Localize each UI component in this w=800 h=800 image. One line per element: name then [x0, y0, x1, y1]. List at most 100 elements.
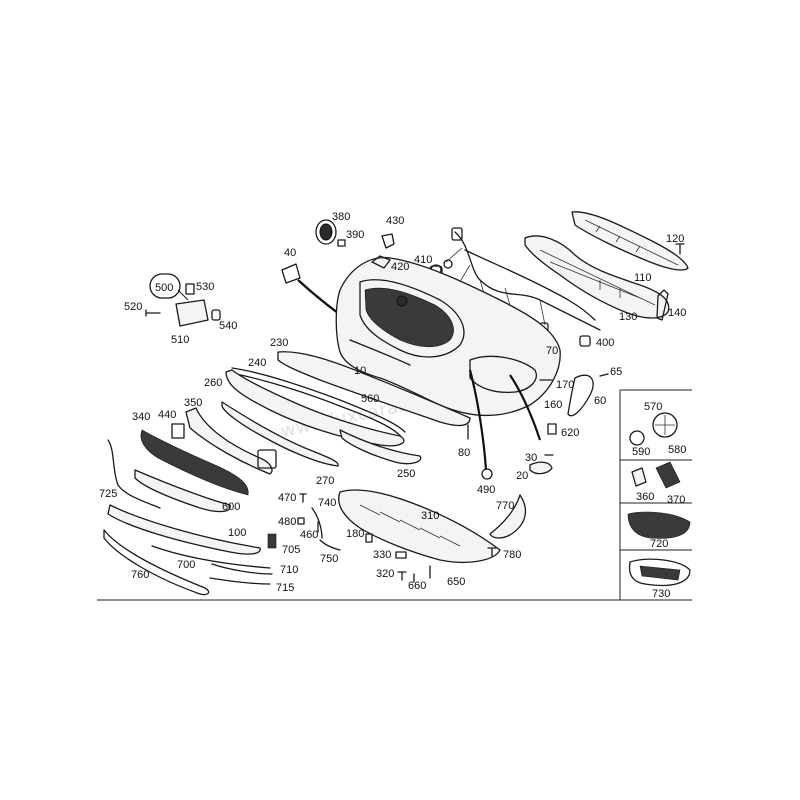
callout-420: 420: [391, 261, 409, 273]
callout-240: 240: [248, 357, 266, 369]
bumper-cover-10: [335, 255, 561, 417]
grille-frame-240: [231, 367, 406, 433]
callout-490: 490: [477, 484, 495, 496]
callout-140: 140: [668, 307, 686, 319]
moulding-270: [221, 401, 339, 467]
cover-360: [631, 467, 647, 487]
underbody-310: [338, 489, 501, 563]
callout-65: 65: [610, 366, 622, 378]
callout-700: 700: [177, 559, 195, 571]
callout-360: 360: [636, 491, 654, 503]
callout-180: 180: [346, 528, 364, 540]
callout-390: 390: [346, 229, 364, 241]
spoiler-260: [225, 369, 405, 447]
callout-70: 70: [546, 345, 558, 357]
callout-650: 650: [447, 576, 465, 588]
grille-730-inner: [639, 565, 681, 581]
callout-770: 770: [496, 500, 514, 512]
callout-460: 460: [300, 529, 318, 541]
callout-470: 470: [278, 492, 296, 504]
clip-330: [395, 551, 407, 559]
callout-400: 400: [596, 337, 614, 349]
bracket-60: [567, 374, 594, 417]
callout-440: 440: [158, 409, 176, 421]
callout-370: 370: [667, 494, 685, 506]
callout-580: 580: [668, 444, 686, 456]
callout-560: 560: [361, 393, 379, 405]
callout-labels: 380 430 390 410 420 40 120 110 130 140 4…: [99, 211, 686, 600]
callout-715: 715: [276, 582, 294, 594]
strip-725: [107, 439, 161, 509]
tow-cover-40: [281, 263, 301, 284]
clip-390: [337, 239, 346, 247]
screw-320: [397, 571, 407, 581]
callout-380: 380: [332, 211, 350, 223]
bracket-140: [656, 289, 669, 321]
mesh-grille-340: [140, 429, 249, 496]
callout-520: 520: [124, 301, 142, 313]
grille-370: [655, 461, 681, 489]
callout-130: 130: [619, 311, 637, 323]
callout-500: 500: [155, 282, 173, 294]
bracket-770: [489, 494, 527, 539]
callout-330: 330: [373, 549, 391, 561]
callout-725: 725: [99, 488, 117, 500]
emblem-380: [315, 219, 337, 245]
callout-540: 540: [219, 320, 237, 332]
callout-320: 320: [376, 568, 394, 580]
callout-705: 705: [282, 544, 300, 556]
callout-170: 170: [556, 379, 574, 391]
callout-260: 260: [204, 377, 222, 389]
lip-100: [107, 504, 261, 555]
screw-120: [675, 243, 685, 255]
strip-715: [209, 577, 271, 585]
callout-40: 40: [284, 247, 296, 259]
clip-180: [365, 533, 373, 543]
screw-470: [299, 493, 307, 503]
callout-120: 120: [666, 233, 684, 245]
callout-10: 10: [354, 365, 366, 377]
grille-720: [627, 511, 691, 539]
callout-30: 30: [525, 452, 537, 464]
callout-570: 570: [644, 401, 662, 413]
callout-760: 760: [131, 569, 149, 581]
callout-710: 710: [280, 564, 298, 576]
callout-510: 510: [171, 334, 189, 346]
callout-730: 730: [652, 588, 670, 600]
screw-780: [487, 547, 497, 557]
sensor-490: [481, 468, 493, 480]
callout-160: 160: [544, 399, 562, 411]
moulding-250: [339, 429, 422, 465]
trim-230: [277, 351, 471, 427]
grille-frame-240b: [235, 373, 403, 439]
callout-750: 750: [320, 553, 338, 565]
crossmember-110-130: [524, 211, 689, 319]
callout-530: 530: [196, 281, 214, 293]
clip-620: [547, 423, 557, 435]
bracket-430: [381, 233, 395, 249]
harness-160: [509, 374, 542, 441]
clip-480: [297, 517, 305, 525]
pin-65: [599, 373, 609, 377]
clip-705: [267, 533, 277, 549]
callout-20: 20: [516, 470, 528, 482]
callout-230: 230: [270, 337, 288, 349]
callout-350: 350: [184, 397, 202, 409]
underbody-ribs: [359, 504, 461, 547]
callout-720: 720: [650, 538, 668, 550]
callout-100: 100: [228, 527, 246, 539]
inset-570: [629, 412, 678, 446]
lip-760: [103, 529, 210, 596]
grille-350: [185, 407, 273, 475]
callout-310: 310: [421, 510, 439, 522]
grille-730: [628, 558, 691, 587]
callout-590: 590: [632, 446, 650, 458]
harness-490: [468, 369, 488, 471]
strip-740: [311, 507, 323, 539]
callout-660: 660: [408, 580, 426, 592]
callout-110: 110: [634, 272, 652, 284]
callout-620: 620: [561, 427, 579, 439]
callout-270: 270: [316, 475, 334, 487]
callout-480: 480: [278, 516, 296, 528]
